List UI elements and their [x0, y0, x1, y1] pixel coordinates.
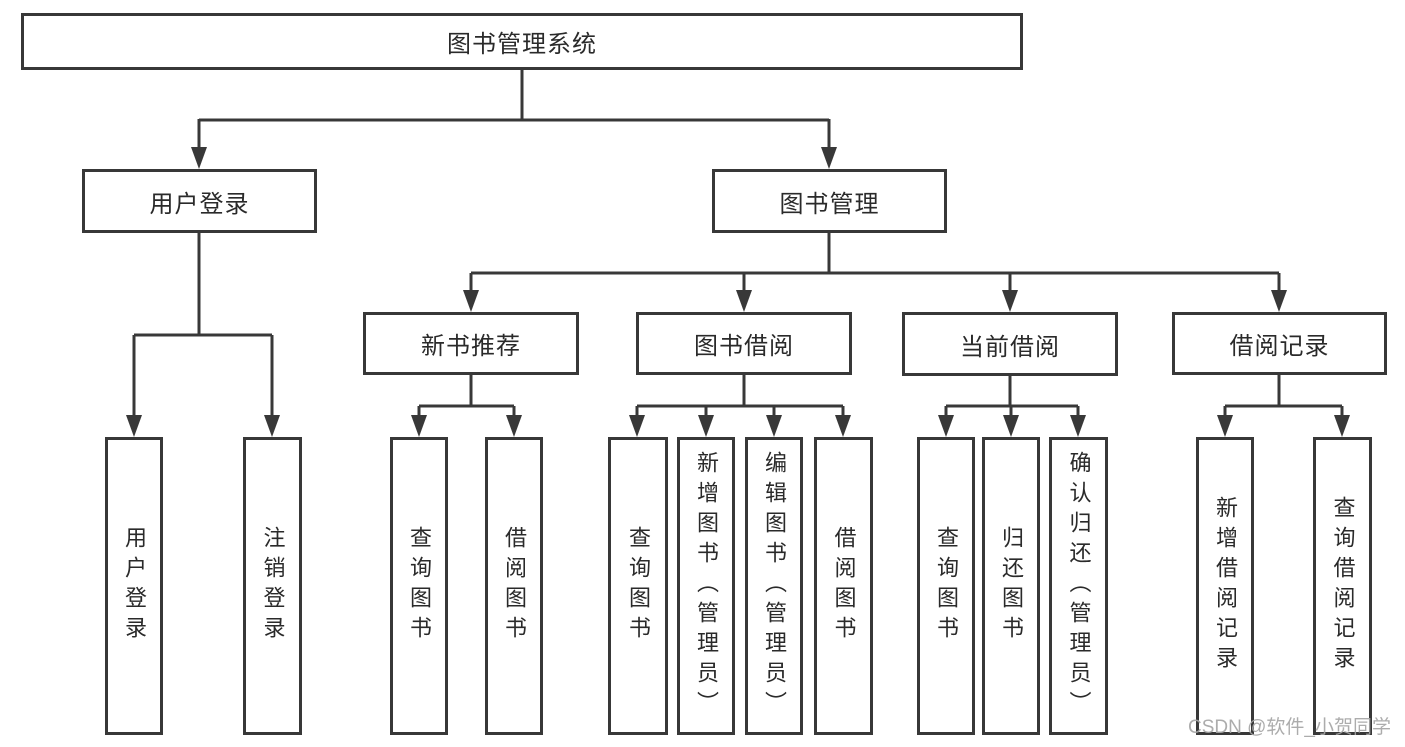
leaf-label: 用户登录	[122, 526, 147, 646]
leaf-label: 查询借阅记录	[1330, 496, 1356, 676]
leaf-query-borrow-record: 查询借阅记录	[1313, 437, 1372, 735]
leaf-user-login: 用户登录	[105, 437, 163, 735]
leaf-label: 编辑图书（管理员）	[762, 451, 787, 721]
node-root: 图书管理系统	[21, 13, 1023, 70]
leaf-return-books: 归还图书	[982, 437, 1040, 735]
leaf-query-books-3: 查询图书	[917, 437, 975, 735]
node-borrow-records: 借阅记录	[1172, 312, 1387, 375]
node-book-management: 图书管理	[712, 169, 947, 233]
leaf-confirm-return-admin: 确认归还（管理员）	[1049, 437, 1108, 735]
leaf-label: 确认归还（管理员）	[1066, 451, 1092, 721]
leaf-borrow-books-1: 借阅图书	[485, 437, 543, 735]
leaf-label: 查询图书	[407, 526, 432, 646]
node-current-borrow: 当前借阅	[902, 312, 1118, 376]
watermark: CSDN @软件_小贺同学	[1188, 717, 1391, 738]
leaf-label: 借阅图书	[502, 526, 527, 646]
leaf-query-books-1: 查询图书	[390, 437, 448, 735]
leaf-edit-books-admin: 编辑图书（管理员）	[745, 437, 803, 735]
leaf-query-books-2: 查询图书	[608, 437, 668, 735]
leaf-label: 查询图书	[934, 526, 959, 646]
leaf-label: 借阅图书	[831, 526, 857, 646]
leaf-label: 注销登录	[260, 526, 286, 646]
leaf-logout: 注销登录	[243, 437, 302, 735]
leaf-add-books-admin: 新增图书（管理员）	[677, 437, 735, 735]
leaf-label: 新增图书（管理员）	[694, 451, 719, 721]
leaf-label: 查询图书	[626, 526, 651, 646]
leaf-label: 新增借阅记录	[1213, 496, 1238, 676]
node-user-login: 用户登录	[82, 169, 317, 233]
leaf-label: 归还图书	[999, 526, 1024, 646]
leaf-borrow-books-2: 借阅图书	[814, 437, 873, 735]
node-new-book-recommend: 新书推荐	[363, 312, 579, 375]
node-book-borrow: 图书借阅	[636, 312, 852, 375]
leaf-add-borrow-record: 新增借阅记录	[1196, 437, 1254, 735]
